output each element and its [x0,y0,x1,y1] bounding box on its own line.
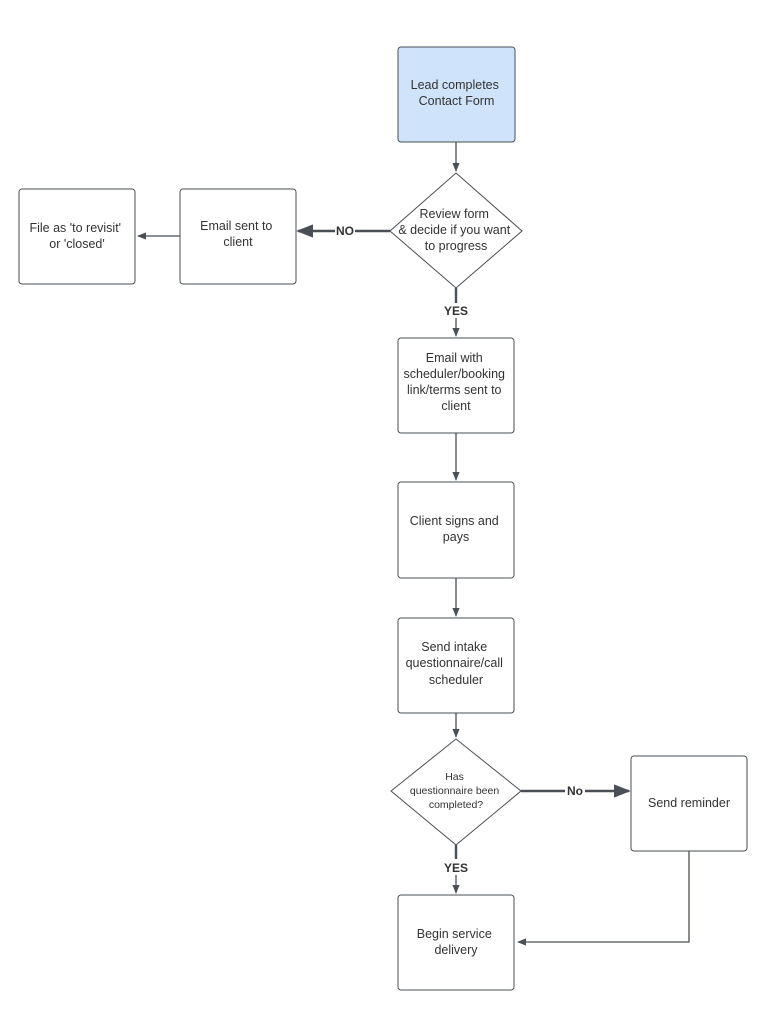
process-box [397,894,515,991]
send-intake-text: Send intake questionnaire/call scheduler [406,640,507,687]
label-questionnaire-yes: YES [444,861,468,875]
node-send-reminder[interactable]: Send reminder [630,755,748,852]
lead-completes-text: Lead completes Contact Form [411,78,503,108]
label-review-no: NO [336,224,354,238]
process-box [397,481,515,579]
send-reminder-text: Send reminder [648,796,730,810]
file-as-text: File as 'to revisit' or 'closed' [29,221,124,251]
edge-reminder-to-begin [517,851,690,946]
node-client-signs[interactable]: Client signs and pays [397,481,515,579]
process-box [630,755,748,852]
process-box [179,188,297,285]
connectors [137,142,690,946]
process-box [18,188,136,285]
process-box [397,617,515,714]
begin-service-text: Begin service delivery [417,927,496,957]
process-box [397,337,515,434]
start-box [397,46,516,143]
decision-diamond [390,738,522,846]
node-review-form[interactable]: Review form & decide if you want to prog… [389,172,523,289]
email-sent-text: Email sent to client [200,219,276,249]
email-scheduler-text: Email with scheduler/booking link/terms … [404,351,509,413]
decision-diamond [389,172,523,289]
node-send-intake[interactable]: Send intake questionnaire/call scheduler [397,617,515,714]
review-form-text: Review form & decide if you want to prog… [398,207,513,253]
node-lead-completes[interactable]: Lead completes Contact Form [397,46,516,143]
node-has-questionnaire[interactable]: Has questionnaire been completed? [390,738,522,846]
node-file-as[interactable]: File as 'to revisit' or 'closed' [18,188,136,285]
client-signs-text: Client signs and pays [410,514,502,544]
node-email-sent[interactable]: Email sent to client [179,188,297,285]
node-begin-service[interactable]: Begin service delivery [397,894,515,991]
label-questionnaire-no: No [567,784,583,798]
label-review-yes: YES [444,304,468,318]
node-email-scheduler[interactable]: Email with scheduler/booking link/terms … [397,337,515,434]
has-questionnaire-text: Has questionnaire been completed? [410,771,502,811]
